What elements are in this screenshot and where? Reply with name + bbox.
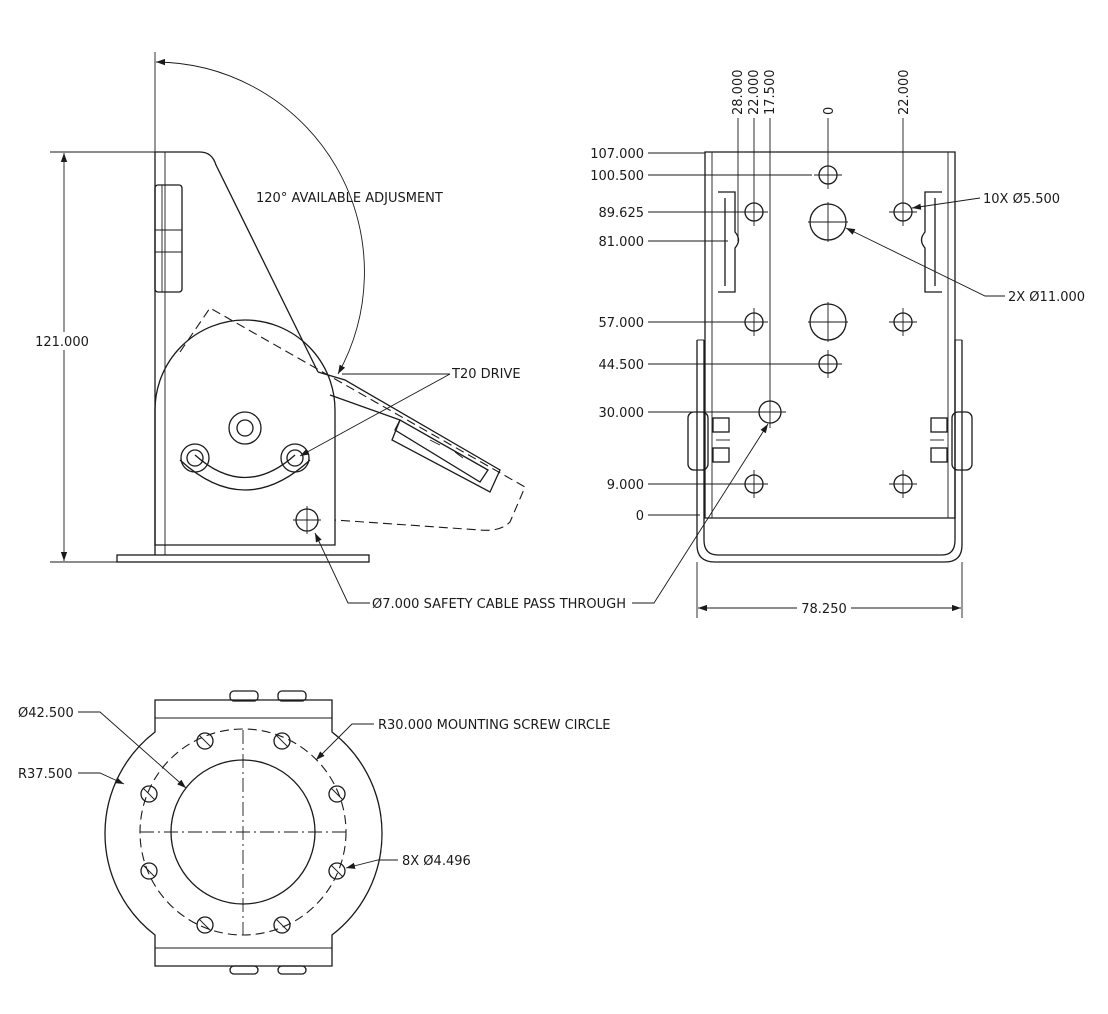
hole-small [740,308,768,336]
h-dim-22-left: 22.000 [747,70,762,116]
v-dim-89-625: 89.625 [599,206,645,221]
pivot-body [154,319,336,546]
v-dim-30: 30.000 [599,406,645,421]
top-body-outline [104,699,383,967]
front-view: 107.000 100.500 89.625 81.000 57.000 44.… [590,70,1085,618]
screw-hole [196,732,214,750]
drive-note: T20 DRIVE [451,367,521,382]
screw-hole [196,916,214,934]
hole-small [814,350,842,378]
angle-note: 120° AVAILABLE ADJUSMENT [256,191,443,206]
large-holes-note: 2X Ø11.000 [1008,290,1085,305]
screw-hole [273,732,291,750]
hole-pattern [740,161,917,498]
v-dim-81: 81.000 [599,235,645,250]
hole-large [808,202,848,242]
v-dim-107: 107.000 [590,147,644,162]
height-dim-label: 121.000 [35,335,89,350]
tilted-plate [317,371,501,493]
hole-cable [754,396,786,428]
v-dim-0: 0 [636,509,644,524]
screw-holes-note: 8X Ø4.496 [402,854,471,869]
hole-small [814,161,842,189]
hole-small [740,470,768,498]
top-view: Ø42.500 R37.500 R30.000 MOUNTING SCREW C… [18,690,610,975]
screw-hole [140,785,158,803]
rotated-phantom [179,307,526,531]
h-dim-0: 0 [822,107,837,115]
screw-hole [328,862,346,880]
u-bracket [696,340,963,563]
small-holes-note: 10X Ø5.500 [983,192,1060,207]
vertical-ordinates: 107.000 100.500 89.625 81.000 57.000 44.… [590,147,814,524]
h-dim-17-5: 17.500 [763,70,778,116]
hole-small [889,470,917,498]
horizontal-ordinates: 28.000 22.000 17.500 0 22.000 [731,70,912,396]
bore-note: Ø42.500 [18,706,74,721]
back-plate [154,151,319,555]
hole-small [740,198,768,226]
screw-hole [273,916,291,934]
screw-hole [140,862,158,880]
v-dim-9: 9.000 [607,478,644,493]
outer-radius-note: R37.500 [18,767,73,782]
v-dim-57: 57.000 [599,316,645,331]
width-dim-label: 78.250 [801,602,847,617]
hole-large [808,302,848,342]
screw-holes [140,732,346,934]
screw-circle-note: R30.000 MOUNTING SCREW CIRCLE [378,718,610,733]
v-dim-100-5: 100.500 [590,169,644,184]
v-dim-44-5: 44.500 [599,358,645,373]
adjust-slot [179,454,311,491]
h-dim-28: 28.000 [731,70,746,116]
angle-arc [155,58,365,375]
hole-small [889,308,917,336]
side-view: 121.000 120° AVAILABLE ADJUSMENT T20 DRI… [28,52,769,612]
cable-note: Ø7.000 SAFETY CABLE PASS THROUGH [372,597,626,612]
base-plate [116,554,370,563]
clamp-block [154,184,183,293]
screw-hole [328,785,346,803]
h-dim-22-right: 22.000 [897,70,912,116]
hole-small [889,198,917,226]
